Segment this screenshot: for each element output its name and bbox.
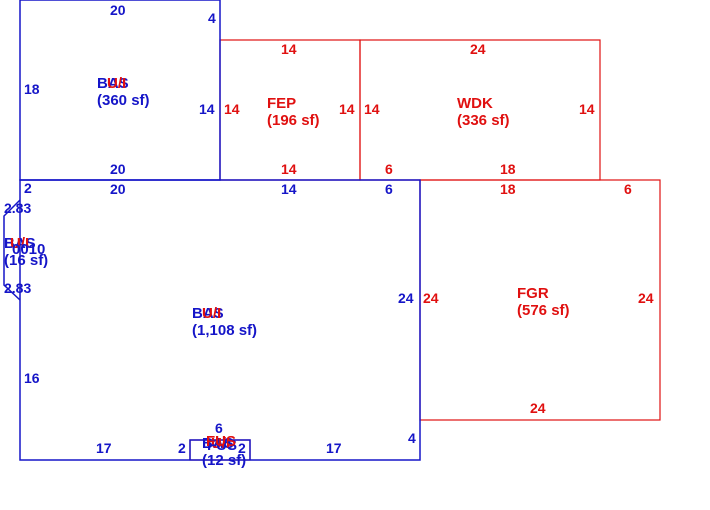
dim-label: 14: [224, 101, 240, 117]
dim-label: 24: [638, 290, 654, 306]
dim-label: 2: [178, 440, 186, 456]
upper-bas-overlay-code: U/I: [107, 75, 126, 92]
dim-label: 24: [470, 41, 486, 57]
dim-label: 4: [408, 430, 416, 446]
dim-label: 2.83: [4, 200, 31, 216]
upper-bas-code: BAS: [97, 75, 129, 92]
wdk-area: (336 sf): [457, 112, 510, 129]
dim-label: 6: [215, 420, 223, 436]
dim-label: 4: [208, 10, 216, 26]
bay-window-outline: [3, 199, 21, 301]
fgr-area: (576 sf): [517, 302, 570, 319]
upper-bas-area: (360 sf): [97, 92, 150, 109]
dim-label: 14: [281, 161, 297, 177]
main-bas-code: BAS: [192, 305, 224, 322]
bay-overlay-code: U/I: [10, 235, 29, 252]
main-bas-overlay-code: U/I: [202, 305, 221, 322]
bay-bas-code: BAS: [4, 235, 36, 252]
dim-label: 18: [500, 181, 516, 197]
dim-label: 2.83: [4, 280, 31, 296]
bay-bas-area: (16 sf): [4, 252, 48, 269]
dim-label: 14: [364, 101, 380, 117]
dim-label: 24: [530, 400, 546, 416]
dim-label: 6: [624, 181, 632, 197]
main-bas-outline: [19, 179, 421, 461]
dim-label: 14: [281, 41, 297, 57]
dim-label: 16: [24, 370, 40, 386]
small-bas-outline: [189, 439, 251, 460]
dim-label: 14: [281, 181, 297, 197]
dim-label: 14: [339, 101, 355, 117]
dim-label: 18: [24, 81, 40, 97]
dim-label: 2: [24, 180, 32, 196]
small-bas-area: (12 sf): [202, 452, 246, 469]
dim-label: 17: [96, 440, 112, 456]
dim-label: 20: [110, 181, 126, 197]
dim-label: 18: [500, 161, 516, 177]
small-overlay-red: FUS: [206, 433, 236, 450]
small-overlay-blue: FUS: [207, 437, 237, 454]
dim-label: 17: [326, 440, 342, 456]
main-bas-area: (1,108 sf): [192, 322, 257, 339]
fep-code: FEP: [267, 95, 296, 112]
dim-label: 20: [110, 161, 126, 177]
small-bas-code: BAS: [202, 435, 234, 452]
dim-label: 14: [579, 101, 595, 117]
dim-label: 6: [385, 161, 393, 177]
dim-label: 2: [238, 440, 246, 456]
dim-label: 14: [199, 101, 215, 117]
dim-label: 24: [398, 290, 414, 306]
fep-area: (196 sf): [267, 112, 320, 129]
wdk-code: WDK: [457, 95, 493, 112]
dim-label: 20: [110, 2, 126, 18]
small-overlay-code: U/I: [211, 435, 230, 452]
bay-overlay-blue: 0010: [12, 241, 45, 258]
dim-label: 24: [423, 290, 439, 306]
dim-label: 6: [385, 181, 393, 197]
fgr-code: FGR: [517, 285, 549, 302]
